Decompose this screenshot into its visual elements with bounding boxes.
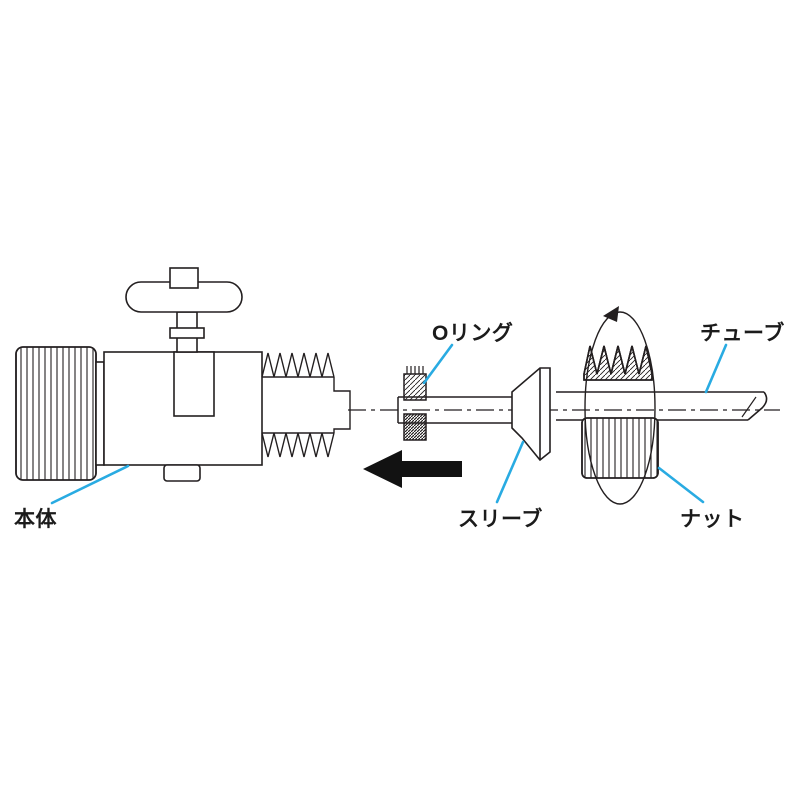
o-ring-drawing <box>397 366 512 441</box>
nut-drawing <box>581 306 659 505</box>
valve-body-drawing <box>15 267 351 482</box>
label-body: 本体 <box>14 508 57 531</box>
nut-thread-section <box>583 345 653 381</box>
o-ring-lower-section <box>403 413 427 441</box>
sleeve-drawing <box>511 367 551 462</box>
t-handle <box>125 267 243 353</box>
insert-direction-arrow <box>363 450 462 488</box>
leader-lines <box>50 343 728 505</box>
o-ring-upper-section <box>403 373 427 401</box>
label-o-ring: Oリング <box>432 322 514 345</box>
o-ring-ticks <box>406 366 424 374</box>
label-nut: ナット <box>680 508 745 531</box>
body-bottom-tab <box>163 464 201 482</box>
rotation-arrow <box>584 306 656 505</box>
leader-line-nut <box>657 466 705 504</box>
leader-line-body <box>50 464 130 505</box>
label-tube: チューブ <box>700 322 785 345</box>
leader-line-sleeve <box>495 440 525 504</box>
knurled-knob <box>15 346 97 481</box>
nut-knurled-section <box>581 417 659 479</box>
stem-channel <box>173 351 215 417</box>
leader-line-o-ring <box>422 343 454 385</box>
leader-line-tube <box>704 343 728 394</box>
knob-neck <box>95 361 105 466</box>
tube-drawing <box>556 391 768 421</box>
label-sleeve: スリーブ <box>458 508 543 531</box>
threaded-outlet <box>261 352 351 458</box>
